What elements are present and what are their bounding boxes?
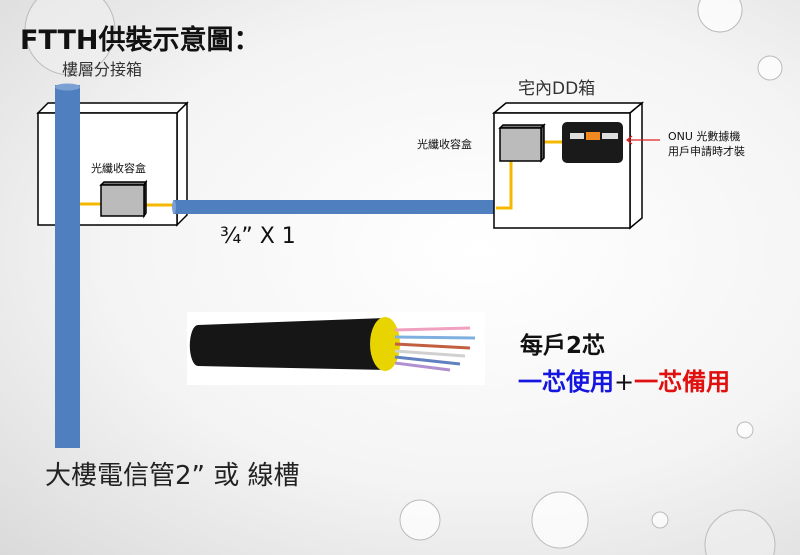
fiber-box-label-right: 光纖收容盒 (417, 138, 472, 151)
onu-device-image (562, 122, 623, 163)
core-spare: 一芯備用 (634, 368, 731, 396)
onu-note-line1: ONU 光數據機 (668, 130, 741, 143)
plus-sign: + (614, 368, 635, 396)
core-in-use: 一芯使用 (518, 368, 614, 396)
home-dd-box (491, 101, 645, 230)
vertical-conduit-pipe (55, 85, 80, 448)
bubbles-decor (24, 0, 783, 555)
floor-box-label: 樓層分接箱 (62, 60, 143, 79)
onu-note: ONU 光數據機 用戶申請時才裝 (668, 129, 745, 159)
cores-per-household: 每戶2芯 (520, 333, 606, 359)
fiber-line (496, 161, 513, 210)
fiber-terminal-box-left (99, 179, 148, 219)
fiber-terminal-box-right (498, 123, 546, 163)
onu-note-line2: 用戶申請時才裝 (668, 145, 745, 158)
building-conduit-label: 大樓電信管2” 或 線槽 (45, 461, 300, 491)
fiber-box-label-left: 光纖收容盒 (91, 162, 146, 175)
home-box-label: 宅內DD箱 (518, 79, 596, 99)
red-arrow (626, 135, 660, 145)
slide-title: FTTH供裝示意圖： (20, 25, 261, 56)
core-usage: 一芯使用+一芯備用 (518, 362, 730, 397)
pipe-top (55, 83, 80, 91)
pipe-end (172, 200, 176, 214)
fiber-cable-image (187, 312, 485, 385)
horizontal-conduit-pipe (173, 200, 496, 214)
conduit-label: ¾” X 1 (220, 224, 296, 249)
